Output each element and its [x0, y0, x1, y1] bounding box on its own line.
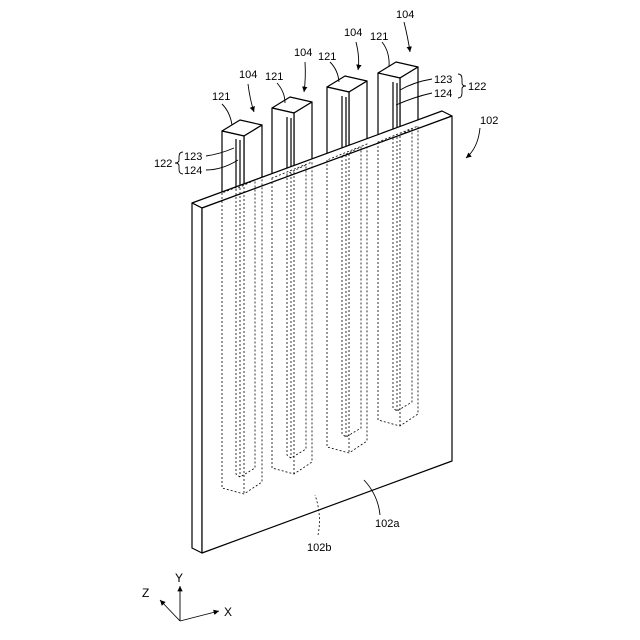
label-102a: 102a	[375, 518, 400, 530]
label-122-left: 122	[154, 158, 172, 170]
label-124-left: 124	[184, 165, 202, 177]
axis-x-label: X	[224, 605, 232, 619]
label-121-d: 121	[370, 31, 388, 43]
plate-side-edge	[192, 203, 202, 553]
coordinate-axes: Y X Z	[142, 571, 232, 621]
label-123-right: 123	[434, 74, 452, 86]
label-121-a: 121	[212, 91, 230, 103]
label-121-b: 121	[265, 71, 283, 83]
label-122-right: 122	[468, 81, 486, 93]
label-102: 102	[480, 115, 498, 127]
axis-y-label: Y	[175, 571, 183, 585]
axis-z-label: Z	[142, 586, 149, 600]
z-axis-arrow	[160, 600, 180, 621]
label-124-right: 124	[434, 88, 452, 100]
label-102b: 102b	[307, 542, 331, 554]
label-104-d: 104	[396, 9, 414, 21]
label-104-c: 104	[344, 27, 362, 39]
label-104-b: 104	[294, 47, 312, 59]
x-axis-arrow	[180, 611, 219, 621]
label-104-a: 104	[239, 69, 257, 81]
label-123-left: 123	[184, 151, 202, 163]
label-121-c: 121	[318, 51, 336, 63]
